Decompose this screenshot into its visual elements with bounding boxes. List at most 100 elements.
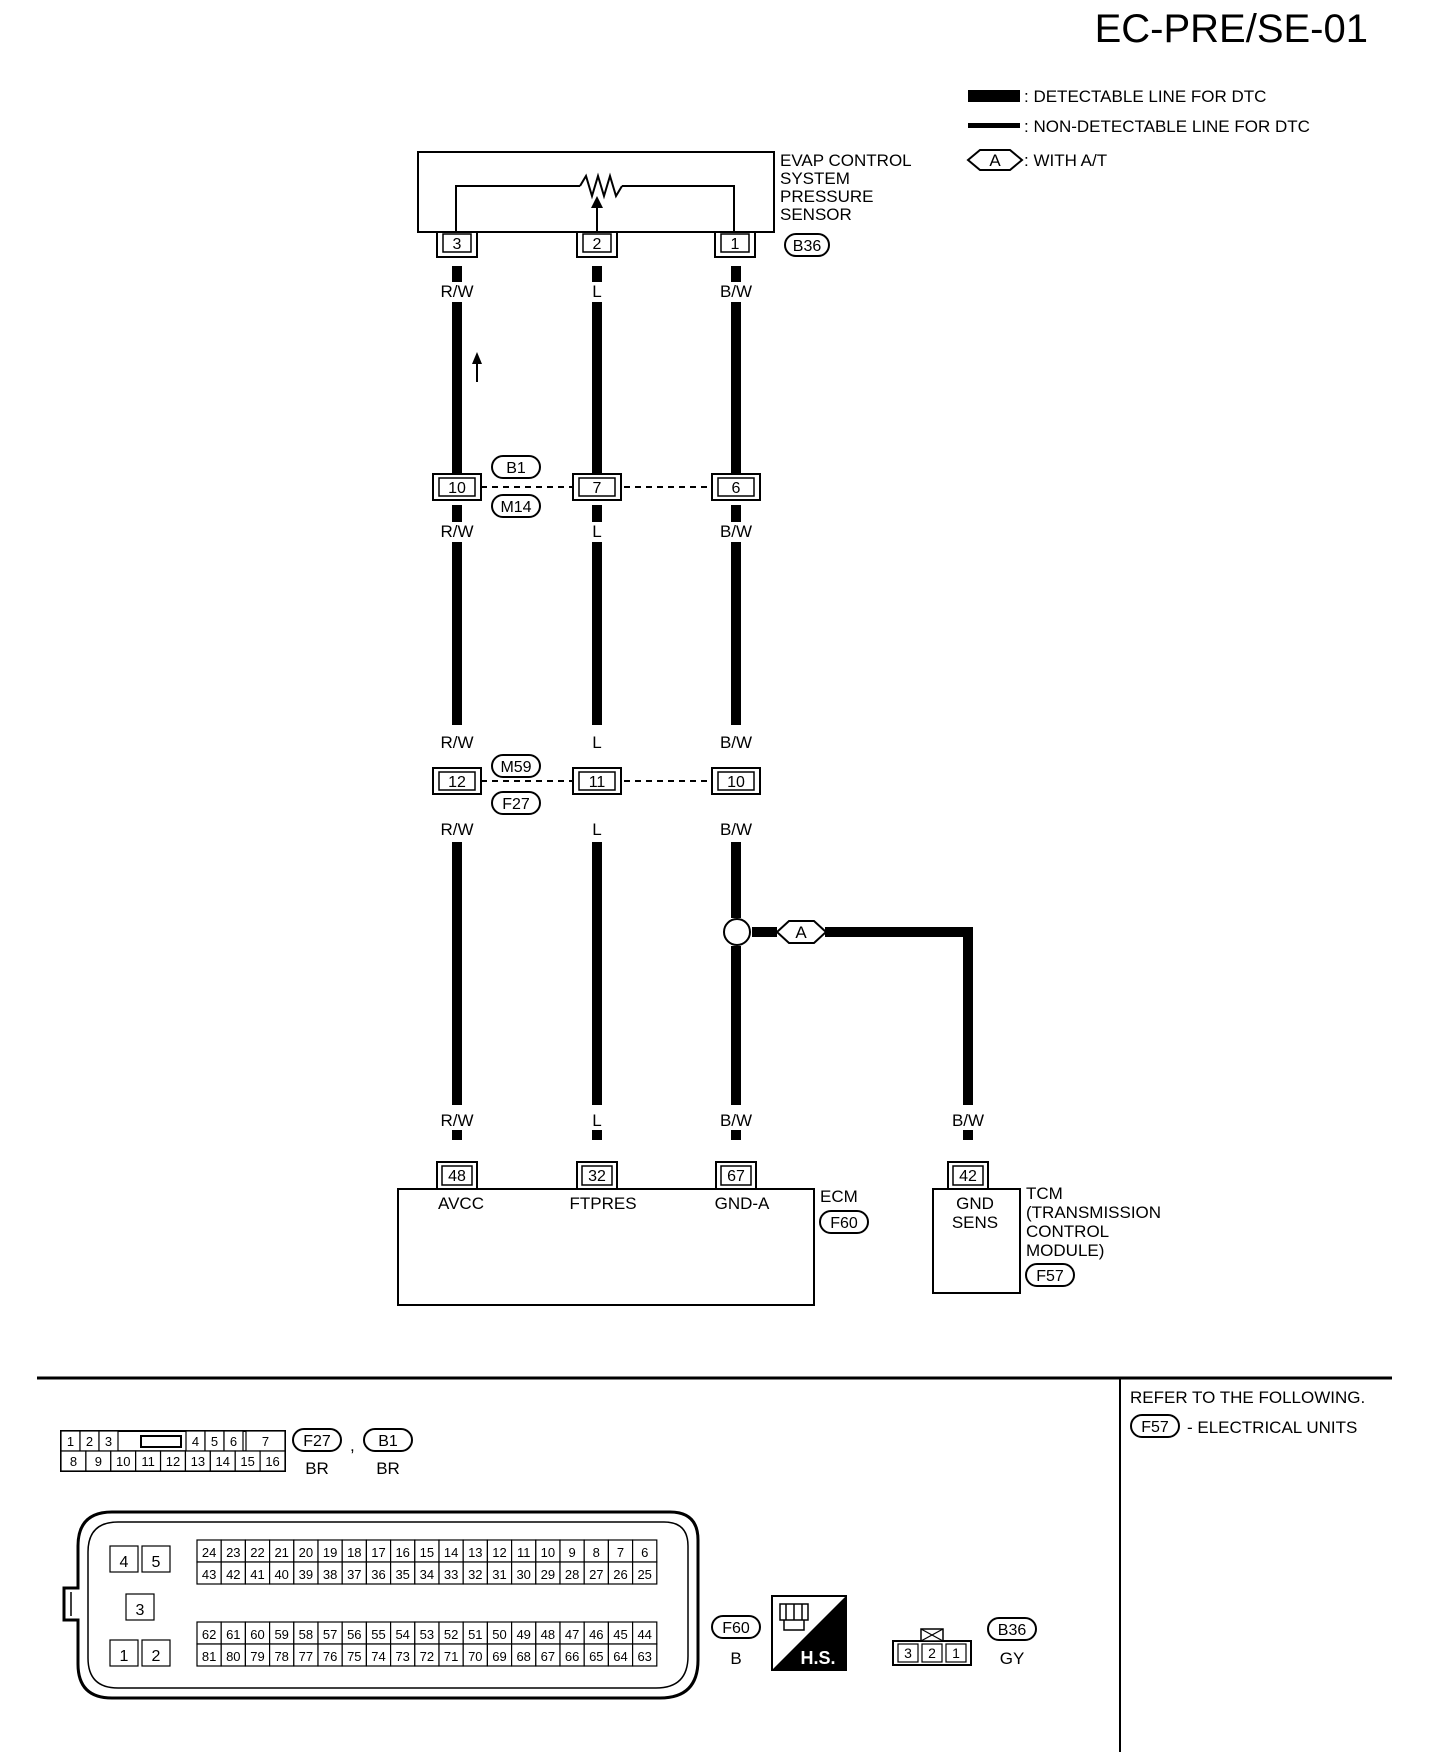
junction1-pin-7-label: 7 bbox=[593, 480, 602, 497]
b36-connector-badge bbox=[987, 1617, 1037, 1641]
f60-face-pin-47-label: 47 bbox=[565, 1627, 579, 1642]
f60-face-pin-33-label: 33 bbox=[444, 1567, 458, 1582]
legend-with-at-symbol-text: A bbox=[989, 151, 1001, 170]
f27-connector-badge bbox=[292, 1428, 342, 1452]
refer-heading: REFER TO THE FOLLOWING. bbox=[1130, 1388, 1365, 1407]
f60-face-pin-77-label: 77 bbox=[299, 1649, 313, 1664]
f60-face-pin-8-label: 8 bbox=[593, 1545, 600, 1560]
b36-face-pin-1-label: 1 bbox=[952, 1645, 960, 1661]
f60-face-pin-78-label: 78 bbox=[274, 1649, 288, 1664]
f27-face-pin-3-label: 3 bbox=[105, 1434, 112, 1449]
tcm-terminal-line-2: SENS bbox=[952, 1213, 998, 1232]
f27-face-pin-13-label: 13 bbox=[191, 1454, 205, 1469]
f60-face-pin-59-label: 59 bbox=[274, 1627, 288, 1642]
f60-face-pin-2 bbox=[141, 1639, 171, 1667]
junction1-connector-top-badge bbox=[491, 455, 541, 479]
f60-face-pin-80-label: 80 bbox=[226, 1649, 240, 1664]
b1-color: BR bbox=[376, 1459, 400, 1478]
wire-label-tcm: B/W bbox=[952, 1111, 984, 1130]
f60-face-pin-7-label: 7 bbox=[617, 1545, 624, 1560]
f60-face-pin-1-label: 1 bbox=[120, 1648, 129, 1665]
f60-face-pin-45-label: 45 bbox=[613, 1627, 627, 1642]
wire-label-bw-2: B/W bbox=[720, 522, 752, 541]
f27-face-pin-7-label: 7 bbox=[262, 1434, 269, 1449]
legend-detectable-swatch bbox=[968, 90, 1020, 102]
f60-face-pin-53-label: 53 bbox=[420, 1627, 434, 1642]
page-title: EC-PRE/SE-01 bbox=[1095, 7, 1368, 51]
wire-label-rw-4: R/W bbox=[440, 820, 473, 839]
ecm-pin-48 bbox=[441, 1165, 473, 1186]
f27-connector-id: F27 bbox=[303, 1433, 331, 1450]
hs-label: H.S. bbox=[800, 1648, 835, 1668]
wire-label-l-3: L bbox=[592, 733, 601, 752]
potentiometer-zigzag bbox=[579, 172, 623, 200]
f27-face-pin-2-label: 2 bbox=[86, 1434, 93, 1449]
f60-face-pin-9-label: 9 bbox=[568, 1545, 575, 1560]
f60-face-pin-71-label: 71 bbox=[444, 1649, 458, 1664]
f60-face-pin-52-label: 52 bbox=[444, 1627, 458, 1642]
f60-face-pin-72-label: 72 bbox=[420, 1649, 434, 1664]
f60-face-pin-55-label: 55 bbox=[371, 1627, 385, 1642]
hs-connector-icon bbox=[779, 1603, 809, 1631]
f60-face-pin-70-label: 70 bbox=[468, 1649, 482, 1664]
f60-face-pin-46-label: 46 bbox=[589, 1627, 603, 1642]
b36-face-pin-3 bbox=[897, 1643, 919, 1663]
f60-face-pin-75-label: 75 bbox=[347, 1649, 361, 1664]
tcm-terminal-line-1: GND bbox=[956, 1194, 994, 1213]
sensor-pin-1-label: 1 bbox=[731, 236, 740, 253]
tcm-pin-42-label: 42 bbox=[959, 1168, 977, 1185]
wire-label-rw-3: R/W bbox=[440, 733, 473, 752]
tcm-body bbox=[932, 1188, 1021, 1294]
f60-face-pin-39-label: 39 bbox=[299, 1567, 313, 1582]
f60-face-pin-35-label: 35 bbox=[395, 1567, 409, 1582]
refer-item-text: - ELECTRICAL UNITS bbox=[1187, 1418, 1357, 1437]
ecm-name: ECM bbox=[820, 1187, 858, 1206]
refer-connector-id: F57 bbox=[1141, 1419, 1169, 1436]
sensor-name-line-1: EVAP CONTROL bbox=[780, 151, 912, 170]
f60-face-pin-27-label: 27 bbox=[589, 1567, 603, 1582]
junction2-connector-bottom: F27 bbox=[502, 796, 530, 813]
legend-non-detectable-swatch bbox=[968, 123, 1020, 128]
wire-label-bw-4: B/W bbox=[720, 820, 752, 839]
f60-face-pin-20-label: 20 bbox=[299, 1545, 313, 1560]
f60-face-pin-63-label: 63 bbox=[637, 1649, 651, 1664]
f60-face-pin-22-label: 22 bbox=[250, 1545, 264, 1560]
f60-face-pin-50-label: 50 bbox=[492, 1627, 506, 1642]
connector-face-b36: 3 2 1 B36 GY bbox=[892, 1617, 1037, 1668]
f27-face-pin-15-label: 15 bbox=[240, 1454, 254, 1469]
legend-with-at-label: : WITH A/T bbox=[1024, 151, 1107, 170]
b36-face-pin-2-label: 2 bbox=[928, 1645, 936, 1661]
f60-face-pin-57-label: 57 bbox=[323, 1627, 337, 1642]
refer-section: REFER TO THE FOLLOWING. F57 - ELECTRICAL… bbox=[1130, 1388, 1365, 1438]
f27-face-pin-16 bbox=[259, 1450, 286, 1472]
sensor-pin-1 bbox=[720, 233, 750, 253]
b36-color: GY bbox=[1000, 1649, 1025, 1668]
tcm-connector-id: F57 bbox=[1036, 1268, 1064, 1285]
wiper-arrow-icon bbox=[591, 196, 603, 208]
f27-b1-separator: , bbox=[350, 1436, 355, 1455]
ecm-terminal-gnd-a: GND-A bbox=[715, 1194, 770, 1213]
ecm-terminal-avcc: AVCC bbox=[438, 1194, 484, 1213]
ecm-pin-67-label: 67 bbox=[727, 1168, 745, 1185]
ecm-pin-48-label: 48 bbox=[448, 1168, 466, 1185]
f60-face-pin-60-label: 60 bbox=[250, 1627, 264, 1642]
f60-housing-inner bbox=[87, 1521, 689, 1689]
harness-side-symbol: H.S. bbox=[771, 1595, 847, 1671]
f60-face-pin-67-label: 67 bbox=[541, 1649, 555, 1664]
f27-face-pin-10-label: 10 bbox=[116, 1454, 130, 1469]
sensor-internal-circuit-right bbox=[622, 185, 735, 232]
wire-label-rw-1: R/W bbox=[440, 282, 473, 301]
f60-face-pin-2-label: 2 bbox=[152, 1648, 161, 1665]
f60-face-pin-81-label: 81 bbox=[202, 1649, 216, 1664]
f60-face-pin-26-label: 26 bbox=[613, 1567, 627, 1582]
f60-face-pin-68-label: 68 bbox=[516, 1649, 530, 1664]
wire-tcm-route bbox=[825, 927, 973, 1105]
sensor-pin-3-label: 3 bbox=[453, 236, 462, 253]
tcm-connector-badge bbox=[1025, 1263, 1075, 1287]
ecm-connector-badge bbox=[819, 1210, 869, 1234]
junction-m59-f27: 12 11 10 M59 F27 bbox=[432, 754, 761, 815]
f60-face-pin-3 bbox=[125, 1593, 155, 1621]
f27-face-pin-9-label: 9 bbox=[95, 1454, 102, 1469]
